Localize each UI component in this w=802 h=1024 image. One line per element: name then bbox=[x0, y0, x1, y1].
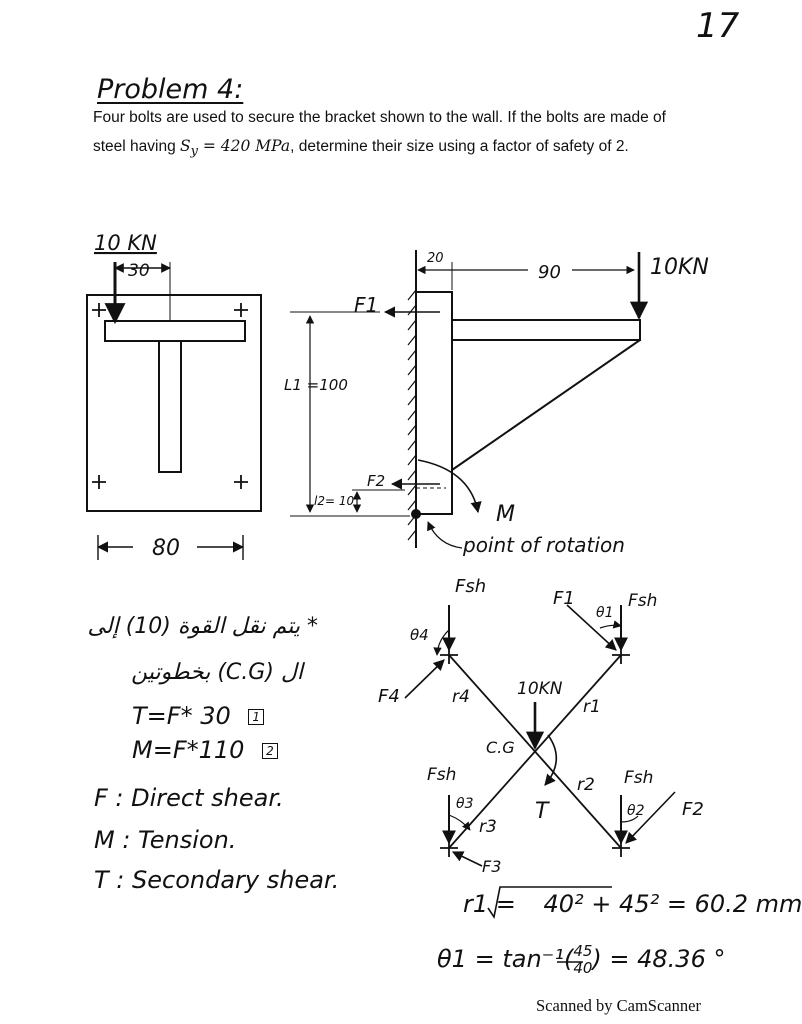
diag-r1-r3 bbox=[448, 654, 622, 849]
bracket-plate bbox=[415, 291, 453, 515]
rotation-pointer bbox=[427, 521, 463, 549]
r3-label: r3 bbox=[479, 817, 497, 837]
r1-radicand: 40² + 45² bbox=[543, 890, 660, 918]
bracket-flange bbox=[104, 320, 246, 342]
bracket-web bbox=[158, 340, 182, 473]
equation-moment: M=F*110 2 bbox=[132, 736, 278, 764]
bracket-strut bbox=[451, 339, 641, 471]
scanner-footer: Scanned by CamScanner bbox=[536, 996, 701, 1015]
theta1-lhs: θ1 = tan⁻¹( bbox=[437, 945, 574, 973]
theta1-arc bbox=[599, 620, 622, 629]
moment-arc bbox=[417, 459, 482, 514]
result-r1: r1 = 40² + 45² = 60.2 mm bbox=[463, 890, 802, 918]
theta1-denominator: 40 bbox=[573, 959, 593, 977]
theta4-arc bbox=[433, 629, 450, 656]
theta3-label: θ3 bbox=[456, 796, 473, 812]
fsh-top-right-label: Fsh bbox=[628, 591, 657, 611]
statement-part2: , determine their size using a factor of… bbox=[290, 138, 629, 155]
side-view bbox=[290, 250, 649, 549]
moment-label: M bbox=[496, 502, 515, 527]
scanned-page: 17 Problem 4: Four bolts are used to sec… bbox=[86, 6, 802, 1015]
rotation-point bbox=[411, 509, 421, 519]
r1-rhs: = 60.2 mm bbox=[659, 890, 802, 918]
arabic-note-line2: ال (C.G) بخطوتين bbox=[131, 660, 303, 685]
theta1-label: θ1 bbox=[596, 605, 613, 621]
theta2-arc bbox=[620, 815, 639, 823]
theta3-arc bbox=[448, 814, 471, 831]
theta4-label: θ4 bbox=[410, 626, 429, 644]
definition-secondary-shear: T : Secondary shear. bbox=[94, 866, 340, 894]
equation-torque: T=F* 30 1 bbox=[132, 702, 265, 730]
front-load-label: 10 KN bbox=[94, 231, 157, 255]
front-width-label: 80 bbox=[152, 536, 180, 561]
bolt-marks bbox=[92, 303, 248, 489]
wall-plate bbox=[86, 294, 262, 512]
f1-label: F1 bbox=[553, 588, 575, 609]
sqrt-sign bbox=[487, 886, 612, 920]
r1-label: r1 bbox=[583, 697, 601, 717]
cg-load-label: 10KN bbox=[517, 679, 563, 699]
f1-vec bbox=[566, 604, 617, 651]
bolt-diagram bbox=[404, 604, 676, 867]
front-view bbox=[86, 262, 262, 560]
side-load-label: 10KN bbox=[650, 255, 709, 280]
dim-20-label: 20 bbox=[427, 251, 444, 266]
front-offset-label: 30 bbox=[128, 261, 150, 281]
r1-lhs: r1 = bbox=[463, 890, 524, 918]
fsh-left-label: Fsh bbox=[427, 765, 456, 785]
f2-right-label: F2 bbox=[682, 799, 704, 820]
rotation-label: point of rotation bbox=[462, 533, 625, 557]
f3-vec bbox=[451, 851, 483, 867]
equation-torque-text: T=F* 30 bbox=[132, 702, 231, 730]
problem-heading: Problem 4: bbox=[97, 74, 244, 105]
dim-90-label: 90 bbox=[538, 262, 561, 283]
l1-label: L1 =100 bbox=[284, 376, 348, 394]
f4-vec bbox=[404, 659, 445, 699]
definition-direct-shear: F : Direct shear. bbox=[94, 784, 284, 812]
sy-subscript: y bbox=[190, 144, 198, 160]
r2-label: r2 bbox=[577, 775, 595, 795]
equation-tag-2: 2 bbox=[262, 743, 278, 759]
diagrams-svg: 10 KN 30 80 20 bbox=[86, 231, 709, 963]
f3-label: F3 bbox=[482, 857, 501, 876]
fsh-top-left-label: Fsh bbox=[455, 576, 486, 597]
equation-tag-1: 1 bbox=[248, 709, 265, 725]
problem-statement: Four bolts are used to secure the bracke… bbox=[93, 104, 693, 166]
fsh-right-label: Fsh bbox=[624, 768, 653, 788]
page-number: 17 bbox=[696, 6, 740, 46]
definition-tension: M : Tension. bbox=[94, 826, 237, 854]
statement-part1: Four bolts are used to secure the bracke… bbox=[93, 109, 666, 155]
torque-arc bbox=[544, 734, 558, 786]
arabic-note-line1: * يتم نقل القوة (10) إلى bbox=[87, 614, 318, 639]
cg-label: C.G bbox=[486, 738, 515, 757]
wall-hatch bbox=[407, 289, 417, 541]
force-f1-label: F1 bbox=[354, 293, 378, 317]
theta2-label: θ2 bbox=[627, 803, 645, 819]
sy-value: = 420 MPa bbox=[197, 137, 291, 155]
f4-label: F4 bbox=[378, 686, 400, 707]
l2-label: l2= 10 bbox=[314, 494, 354, 508]
theta1-numerator: 45 bbox=[573, 942, 593, 960]
sy-symbol: S bbox=[180, 137, 191, 155]
f2-vec bbox=[625, 791, 676, 844]
theta1-rhs: ) = 48.36 ° bbox=[592, 945, 726, 973]
bracket-arm bbox=[451, 319, 641, 341]
equation-moment-text: M=F*110 bbox=[132, 736, 245, 764]
torque-label: T bbox=[535, 799, 550, 824]
force-f2-label: F2 bbox=[367, 472, 385, 490]
r4-label: r4 bbox=[452, 687, 470, 707]
